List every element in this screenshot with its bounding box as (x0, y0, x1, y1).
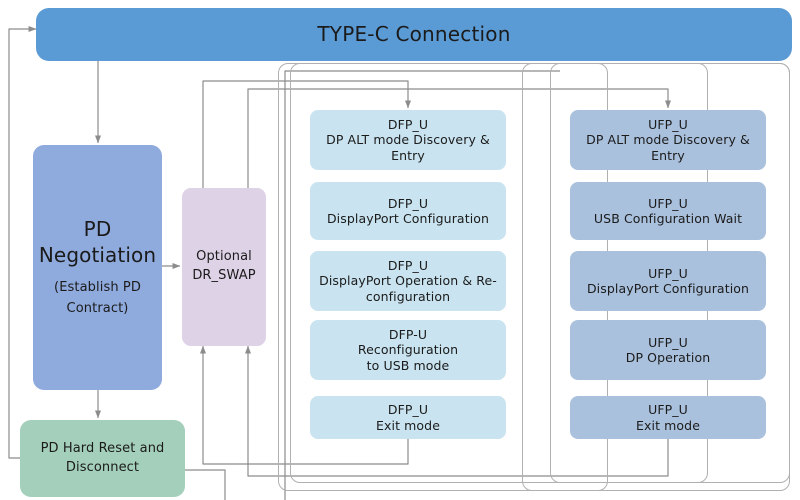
dfp-state-3[interactable]: DFP-U Reconfiguration to USB mode (310, 320, 506, 380)
dfp-state-1-line1: DisplayPort Configuration (326, 211, 490, 226)
dfp-state-3-line2: to USB mode (366, 357, 450, 373)
ufp-state-2-line1: DisplayPort Configuration (586, 281, 750, 296)
ufp-state-1-role: UFP_U (648, 195, 688, 211)
dfp-state-2-role: DFP_U (387, 258, 429, 274)
dfp-state-0-line2: Entry (391, 147, 425, 163)
pd-hard-reset-line2: Disconnect (65, 459, 140, 475)
pd-negotiation-sub2: Contract) (66, 300, 129, 316)
dfp-state-4[interactable]: DFP_U Exit mode (310, 396, 506, 439)
pd-hard-reset-box[interactable]: PD Hard Reset and Disconnect (20, 420, 185, 497)
ufp-state-1[interactable]: UFP_U USB Configuration Wait (570, 182, 766, 240)
ufp-state-0-role: UFP_U (648, 117, 688, 133)
pd-negotiation-sub1: (Establish PD (54, 280, 141, 296)
ufp-state-0[interactable]: UFP_U DP ALT mode Discovery & Entry (570, 110, 766, 170)
ufp-state-3-line1: DP Operation (625, 350, 711, 365)
pd-negotiation-line2: Negotiation (38, 243, 157, 268)
dr-swap-line2: DR_SWAP (192, 268, 256, 283)
wire-hardreset-to-typec (8, 26, 37, 459)
lane-ufp-column (550, 63, 790, 483)
dfp-state-3-role: DFP-U (388, 327, 428, 343)
typec-connection-header[interactable]: TYPE-C Connection (36, 8, 792, 61)
pd-negotiation-line1: PD (83, 217, 112, 242)
dfp-state-0-role: DFP_U (387, 117, 429, 133)
pd-hard-reset-line1: PD Hard Reset and (40, 440, 165, 456)
ufp-state-3-role: UFP_U (648, 334, 688, 350)
dfp-state-2[interactable]: DFP_U DisplayPort Operation & Re- config… (310, 251, 506, 311)
ufp-state-4-line1: Exit mode (636, 417, 700, 433)
dfp-state-4-role: DFP_U (387, 402, 429, 418)
dfp-state-0-line1: DP ALT mode Discovery & (326, 132, 490, 148)
ufp-state-2[interactable]: UFP_U DisplayPort Configuration (570, 251, 766, 311)
ufp-state-1-line1: USB Configuration Wait (593, 211, 743, 226)
typec-header-label: TYPE-C Connection (317, 22, 511, 47)
ufp-state-4[interactable]: UFP_U Exit mode (570, 396, 766, 439)
dfp-state-1[interactable]: DFP_U DisplayPort Configuration (310, 182, 506, 240)
dfp-state-1-role: DFP_U (387, 195, 429, 211)
dfp-state-0[interactable]: DFP_U DP ALT mode Discovery & Entry (310, 110, 506, 170)
optional-dr-swap-box[interactable]: Optional DR_SWAP (182, 188, 266, 346)
ufp-state-0-line2: Entry (651, 147, 685, 163)
dfp-state-3-line1: Reconfiguration (357, 342, 459, 358)
pd-negotiation-box[interactable]: PD Negotiation (Establish PD Contract) (33, 145, 162, 390)
dfp-state-2-line1: DisplayPort Operation & Re- (319, 273, 497, 289)
dr-swap-line1: Optional (196, 249, 252, 265)
ufp-state-0-line1: DP ALT mode Discovery & (586, 132, 750, 148)
ufp-state-4-role: UFP_U (648, 402, 688, 418)
dfp-state-2-line2: configuration (365, 288, 451, 304)
ufp-state-2-role: UFP_U (648, 265, 688, 281)
dfp-state-4-line1: Exit mode (376, 417, 440, 433)
ufp-state-3[interactable]: UFP_U DP Operation (570, 320, 766, 380)
